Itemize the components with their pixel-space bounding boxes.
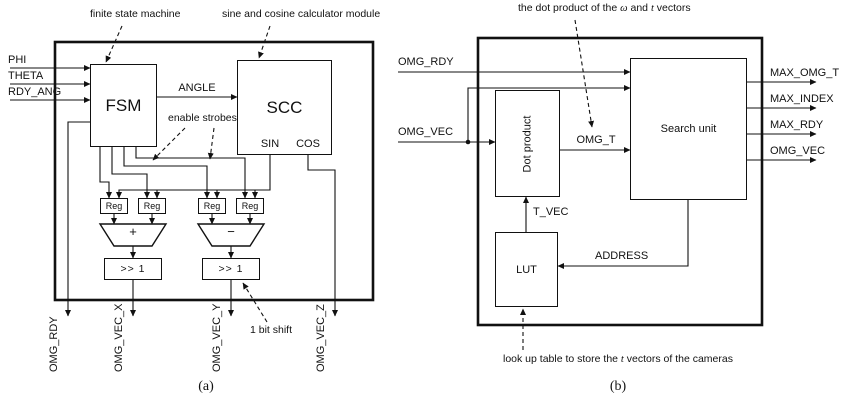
- search-unit-block: Search unit: [630, 58, 747, 200]
- shift-block-1: >> 1: [104, 258, 162, 280]
- output-label-omg-vec-x: OMG_VEC_X: [113, 303, 125, 372]
- adder-trapezoid: [98, 223, 168, 247]
- annotation-arrow-scc: [258, 25, 271, 59]
- caption-a: (a): [198, 379, 214, 394]
- scc-block: SCC: [237, 60, 332, 155]
- wire-omg-rdy-out: [65, 121, 90, 317]
- annotation-arrow-dot-product: [574, 19, 595, 128]
- omg-t-signal-label: OMG_T: [576, 134, 616, 146]
- output-label-max-rdy: MAX_RDY: [770, 119, 824, 131]
- t-vec-signal-label: T_VEC: [533, 206, 569, 218]
- wire-omg-vec-branch: [467, 85, 631, 142]
- adder-symbol: +: [129, 224, 137, 239]
- sin-signal-label: SIN: [260, 138, 280, 150]
- wire-address: [557, 200, 689, 269]
- address-signal-label: ADDRESS: [595, 250, 649, 262]
- annotation-dot-text-2: and: [627, 2, 651, 14]
- output-label-omg-rdy: OMG_RDY: [48, 316, 60, 372]
- annotation-lut-text-1: look up table to store the: [503, 353, 621, 365]
- input-label-theta: THETA: [8, 70, 44, 82]
- wire-sin-bus: [116, 155, 271, 199]
- annotation-lut: look up table to store the t vectors of …: [503, 353, 733, 365]
- shift-block-2: >> 1: [202, 258, 260, 280]
- dot-product-block: Dot product: [495, 90, 560, 197]
- input-label-omg-vec-b: OMG_VEC: [398, 126, 454, 138]
- fsm-block: FSM: [90, 64, 157, 147]
- wire-strobe-3: [123, 147, 210, 199]
- annotation-arrow-fsm: [105, 25, 123, 63]
- annotation-dot-text-1: the dot product of the: [518, 2, 621, 14]
- reg-block-4: Reg: [236, 198, 264, 214]
- annotation-finite-state-machine: finite state machine: [90, 8, 181, 20]
- wire-strobe-2: [111, 147, 150, 199]
- angle-signal-label: ANGLE: [178, 82, 216, 94]
- input-label-omg-rdy-b: OMG_RDY: [398, 56, 454, 68]
- annotation-dot-text-3: vectors: [653, 2, 691, 14]
- shift-annotation: 1 bit shift: [250, 324, 293, 336]
- wire-strobe-4: [135, 147, 248, 199]
- annotation-arrow-strobes-1: [152, 127, 186, 161]
- annotation-arrow-strobes-2: [207, 127, 215, 160]
- output-label-omg-vec-b: OMG_VEC: [770, 145, 826, 157]
- output-label-max-index: MAX_INDEX: [770, 93, 834, 105]
- cos-signal-label: COS: [296, 138, 320, 150]
- output-label-omg-vec-z: OMG_VEC_Z: [315, 304, 327, 372]
- annotation-sine-cosine-module: sine and cosine calculator module: [222, 8, 381, 20]
- input-label-phi: PHI: [8, 54, 27, 66]
- t-symbol-bottom: t: [620, 354, 624, 365]
- module-box-b: [476, 36, 764, 327]
- dot-product-label: Dot product: [521, 115, 534, 172]
- annotation-dot-product: the dot product of the ω and t vectors: [518, 2, 691, 14]
- t-symbol-top: t: [650, 3, 654, 14]
- reg-block-2: Reg: [138, 198, 166, 214]
- caption-b: (b): [609, 379, 627, 394]
- annotation-arrow-shift: [242, 282, 268, 323]
- reg-block-3: Reg: [198, 198, 226, 214]
- subtractor-trapezoid: [196, 223, 266, 247]
- junction-dot: [465, 139, 471, 145]
- reg-block-1: Reg: [100, 198, 128, 214]
- wire-cos-omg-vec-z: [307, 155, 338, 317]
- output-label-omg-vec-y: OMG_VEC_Y: [211, 303, 223, 372]
- enable-strobes-label: enable strobes: [168, 112, 237, 124]
- input-label-rdy-ang: RDY_ANG: [8, 86, 62, 98]
- module-box-a: [53, 40, 375, 302]
- output-label-max-omg-t: MAX_OMG_T: [770, 67, 840, 79]
- annotation-lut-text-2: vectors of the cameras: [623, 353, 733, 365]
- lut-block: LUT: [495, 232, 558, 307]
- omega-symbol: ω: [620, 3, 628, 14]
- subtractor-symbol: −: [227, 224, 235, 239]
- wire-strobe-1: [99, 147, 112, 199]
